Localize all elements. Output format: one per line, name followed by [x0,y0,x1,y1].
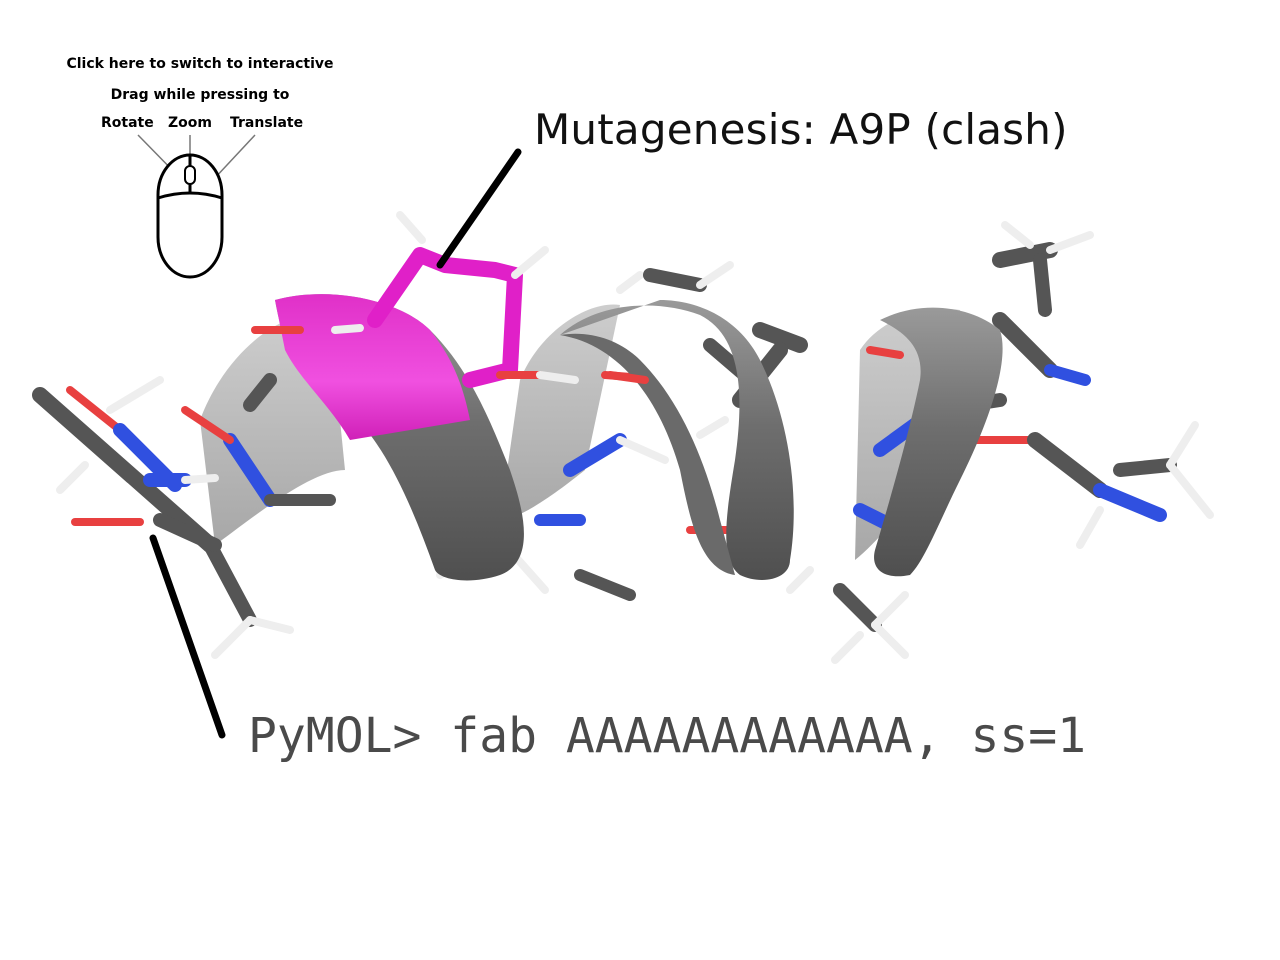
hint-drag-text: Drag while pressing to [110,87,290,103]
helix-front-ribbon [275,294,1003,581]
zoom-label: Zoom [168,115,212,131]
pymol-command-text: PyMOL> fab AAAAAAAAAAAA, ss=1 [248,708,1087,764]
rotate-label: Rotate [101,115,154,131]
mutation-annotation: Mutagenesis: A9P (clash) [534,105,1068,154]
hint-switch-text[interactable]: Click here to switch to interactive [66,56,334,72]
mouse-icon [137,134,256,279]
mutation-leader-line [436,148,522,269]
interactive-mode-hint[interactable]: Click here to switch to interactive Drag… [50,50,350,290]
stick-bonds-front [143,261,814,594]
command-leader-line [149,534,226,739]
proline-ring [251,211,579,388]
translate-label: Translate [230,115,304,131]
